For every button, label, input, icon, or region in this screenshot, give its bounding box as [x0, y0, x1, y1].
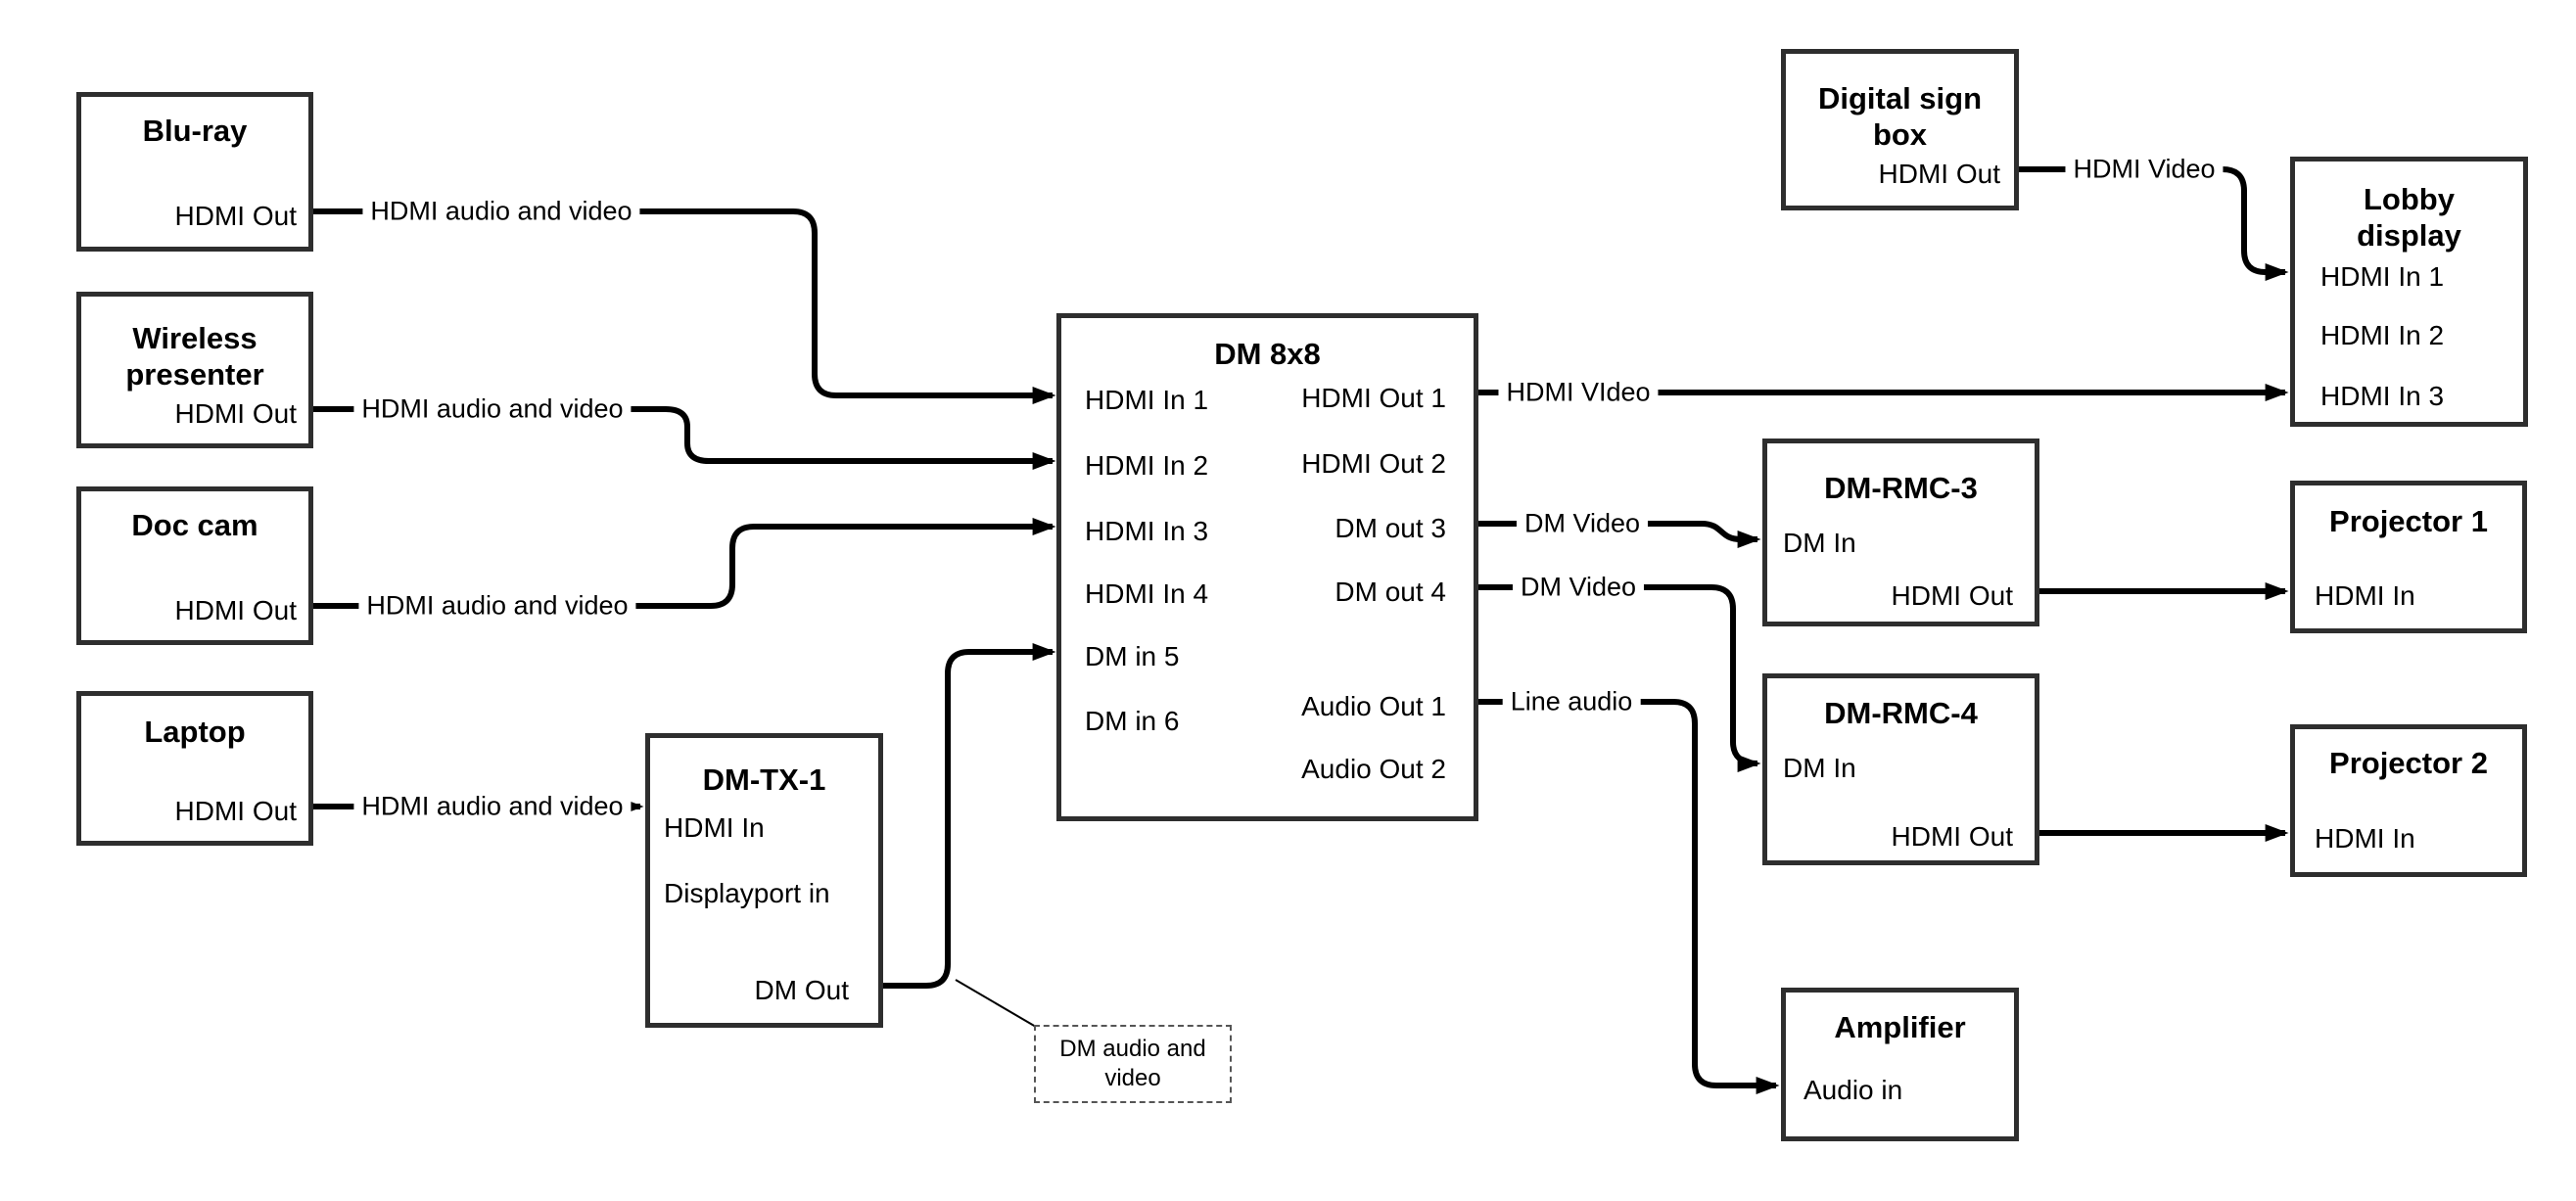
- node-projector-1: Projector 1 HDMI In: [2290, 481, 2527, 633]
- port-hdmi-out: HDMI Out: [174, 201, 297, 231]
- wire-label-hdmi-video-out1: HDMI VIdeo: [1498, 377, 1659, 408]
- port-dm-in: DM In: [1783, 528, 1856, 558]
- node-title: DM 8x8: [1214, 337, 1321, 371]
- node-title: Lobby display: [2357, 182, 2461, 253]
- node-title: DM-TX-1: [702, 762, 826, 797]
- node-digital-sign-box: Digital sign box HDMI Out: [1781, 49, 2019, 210]
- port-dm-in: DM In: [1783, 753, 1856, 783]
- port-dm-in-6: DM in 6: [1085, 706, 1180, 736]
- node-dm-rmc-3: DM-RMC-3 DM In HDMI Out: [1762, 439, 2039, 626]
- port-hdmi-in-1: HDMI In 1: [1085, 385, 1209, 415]
- port-hdmi-out: HDMI Out: [174, 398, 297, 429]
- port-hdmi-in-3: HDMI In 3: [2320, 381, 2445, 411]
- node-title: Digital sign box: [1817, 81, 1983, 152]
- node-title: DM-RMC-4: [1824, 696, 1978, 730]
- wire-wireless-to-dm8x8-in2: [313, 406, 1056, 470]
- port-hdmi-in-3: HDMI In 3: [1085, 516, 1209, 546]
- node-title: Projector 1: [2329, 504, 2488, 538]
- wire-label-dm-video-out4: DM Video: [1512, 572, 1645, 603]
- callout-dm-audio-and-video: DM audio and video: [1034, 1025, 1232, 1103]
- wire-bluray-to-dm8x8-in1: [313, 208, 1056, 404]
- port-dm-out-3: DM out 3: [1335, 513, 1446, 543]
- node-doc-cam: Doc cam HDMI Out: [76, 486, 313, 645]
- node-title: DM-RMC-3: [1824, 471, 1978, 505]
- port-hdmi-in-4: HDMI In 4: [1085, 578, 1209, 609]
- wire-dm8x8-out4-to-rmc4: [1478, 584, 1761, 772]
- node-wireless-presenter: Wireless presenter HDMI Out: [76, 292, 313, 448]
- wire-dm8x8-audio1-to-amplifier: [1478, 699, 1780, 1094]
- wire-dm8x8-out3-to-rmc3: [1478, 521, 1761, 548]
- node-lobby-display: Lobby display HDMI In 1 HDMI In 2 HDMI I…: [2290, 157, 2528, 427]
- node-title: Laptop: [144, 715, 246, 749]
- port-hdmi-in-2: HDMI In 2: [2320, 320, 2445, 350]
- port-audio-out-2: Audio Out 2: [1301, 754, 1446, 784]
- wire-label-hdmi-audio-and-video-1: HDMI audio and video: [362, 196, 640, 227]
- port-hdmi-in: HDMI In: [2315, 823, 2415, 854]
- port-hdmi-in-2: HDMI In 2: [1085, 450, 1209, 481]
- wire-label-hdmi-audio-and-video-2: HDMI audio and video: [353, 393, 632, 425]
- port-hdmi-out: HDMI Out: [174, 595, 297, 625]
- node-projector-2: Projector 2 HDMI In: [2290, 724, 2527, 877]
- port-hdmi-out-1: HDMI Out 1: [1301, 383, 1446, 413]
- node-title: Wireless presenter: [125, 321, 264, 392]
- wire-label-dm-video-out3: DM Video: [1516, 508, 1649, 539]
- node-title: Amplifier: [1834, 1010, 1966, 1044]
- node-title: Doc cam: [131, 508, 258, 542]
- wire-digitalsign-to-lobby-in1: [2019, 166, 2289, 281]
- port-hdmi-out: HDMI Out: [1891, 580, 2013, 611]
- node-dm-8x8-matrix: DM 8x8 HDMI In 1 HDMI In 2 HDMI In 3 HDM…: [1056, 313, 1478, 821]
- port-hdmi-out: HDMI Out: [1878, 159, 2000, 189]
- port-hdmi-in: HDMI In: [2315, 580, 2415, 611]
- port-audio-in: Audio in: [1803, 1075, 1903, 1105]
- port-audio-out-1: Audio Out 1: [1301, 691, 1446, 721]
- node-bluray: Blu-ray HDMI Out: [76, 92, 313, 252]
- port-hdmi-in-1: HDMI In 1: [2320, 261, 2445, 292]
- wire-label-line-audio: Line audio: [1502, 686, 1641, 717]
- wire-dmtx1-to-dm8x8-in5: [883, 643, 1056, 989]
- port-hdmi-out-2: HDMI Out 2: [1301, 448, 1446, 479]
- node-amplifier: Amplifier Audio in: [1781, 988, 2019, 1141]
- callout-leader-line: [955, 979, 1037, 1028]
- callout-text: DM audio and video: [1059, 1036, 1206, 1091]
- node-dm-rmc-4: DM-RMC-4 DM In HDMI Out: [1762, 673, 2039, 865]
- port-dm-in-5: DM in 5: [1085, 641, 1180, 671]
- wire-doccam-to-dm8x8-in3: [313, 518, 1056, 609]
- node-laptop: Laptop HDMI Out: [76, 691, 313, 846]
- port-dm-out: DM Out: [754, 975, 849, 1005]
- wire-label-hdmi-video-sign: HDMI Video: [2065, 154, 2224, 185]
- port-hdmi-out: HDMI Out: [174, 796, 297, 826]
- port-hdmi-out: HDMI Out: [1891, 821, 2013, 852]
- port-hdmi-in: HDMI In: [664, 812, 765, 843]
- wire-label-hdmi-audio-and-video-3: HDMI audio and video: [358, 590, 636, 622]
- port-displayport-in: Displayport in: [664, 878, 830, 908]
- wire-label-hdmi-audio-and-video-4: HDMI audio and video: [353, 791, 632, 822]
- node-title: Projector 2: [2329, 746, 2488, 780]
- port-dm-out-4: DM out 4: [1335, 577, 1446, 607]
- node-dm-tx-1: DM-TX-1 HDMI In Displayport in DM Out: [645, 733, 883, 1028]
- node-title: Blu-ray: [142, 114, 248, 148]
